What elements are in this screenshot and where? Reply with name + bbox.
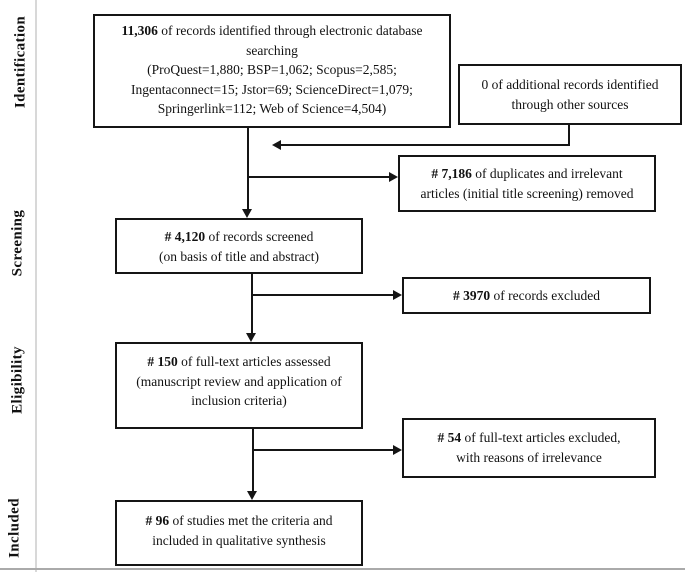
records-screened-line2: (on basis of title and abstract) [158, 248, 320, 264]
box-fulltext-excluded: # 54 of full-text articles excluded, wit… [402, 418, 656, 478]
arrow-identified-to-screened-head [242, 209, 252, 218]
stage-label-included: Included [6, 498, 23, 558]
other-sources-line2: through other sources [511, 96, 629, 112]
box-other-sources: 0 of additional records identified throu… [458, 64, 682, 125]
arrow-to-records-excluded-head [393, 290, 402, 300]
box-included-studies: # 96 of studies met the criteria and inc… [115, 500, 363, 566]
records-screened-line1: # 4,120 of records screened [164, 229, 314, 244]
box-records-identified: 11,306 of records identified through ele… [93, 14, 451, 128]
arrow-other-sources-merge-line [281, 144, 570, 146]
arrow-screened-to-assessed-head [246, 333, 256, 342]
arrow-to-fulltext-excluded-line [254, 449, 393, 451]
records-identified-text: 11,306 of records identified through ele… [121, 23, 423, 58]
fulltext-assessed-line2: (manuscript review and application of in… [136, 373, 342, 409]
duplicates-removed-line1: # 7,186 of duplicates and irrelevant [431, 165, 623, 181]
arrow-assessed-to-included-head [247, 491, 257, 500]
box-fulltext-assessed: # 150 of full-text articles assessed (ma… [115, 342, 363, 429]
arrow-assessed-to-included-line [252, 428, 254, 491]
duplicates-removed-line2: articles (initial title screening) remov… [420, 185, 634, 201]
arrow-to-duplicates-removed-line [249, 176, 389, 178]
box-records-excluded: # 3970 of records excluded [402, 277, 651, 314]
bottom-border-line [0, 568, 685, 570]
records-identified-sources: (ProQuest=1,880; BSP=1,062; Scopus=2,585… [131, 62, 413, 117]
arrow-other-sources-drop-line [568, 125, 570, 146]
records-excluded-line1: # 3970 of records excluded [453, 287, 600, 303]
arrow-screened-to-assessed-line [251, 273, 253, 334]
included-studies-line2: included in qualitative synthesis [152, 532, 326, 548]
sidebar-divider-line [35, 0, 37, 572]
stage-label-identification: Identification [12, 15, 29, 109]
box-records-screened: # 4,120 of records screened (on basis of… [115, 218, 363, 274]
arrow-other-sources-merge-head [272, 140, 281, 150]
included-studies-line1: # 96 of studies met the criteria and [145, 513, 333, 528]
arrow-to-fulltext-excluded-head [393, 445, 402, 455]
fulltext-assessed-line1: # 150 of full-text articles assessed [147, 354, 331, 369]
stage-label-eligibility: Eligibility [9, 346, 26, 414]
arrow-to-records-excluded-line [253, 294, 393, 296]
box-duplicates-removed: # 7,186 of duplicates and irrelevant art… [398, 155, 656, 212]
arrow-identified-to-screened-line [247, 128, 249, 210]
arrow-to-duplicates-removed-head [389, 172, 398, 182]
stage-label-screening: Screening [9, 209, 26, 277]
fulltext-excluded-line1: # 54 of full-text articles excluded, [437, 430, 621, 446]
other-sources-line1: 0 of additional records identified [481, 76, 659, 92]
fulltext-excluded-line2: with reasons of irrelevance [456, 450, 602, 465]
